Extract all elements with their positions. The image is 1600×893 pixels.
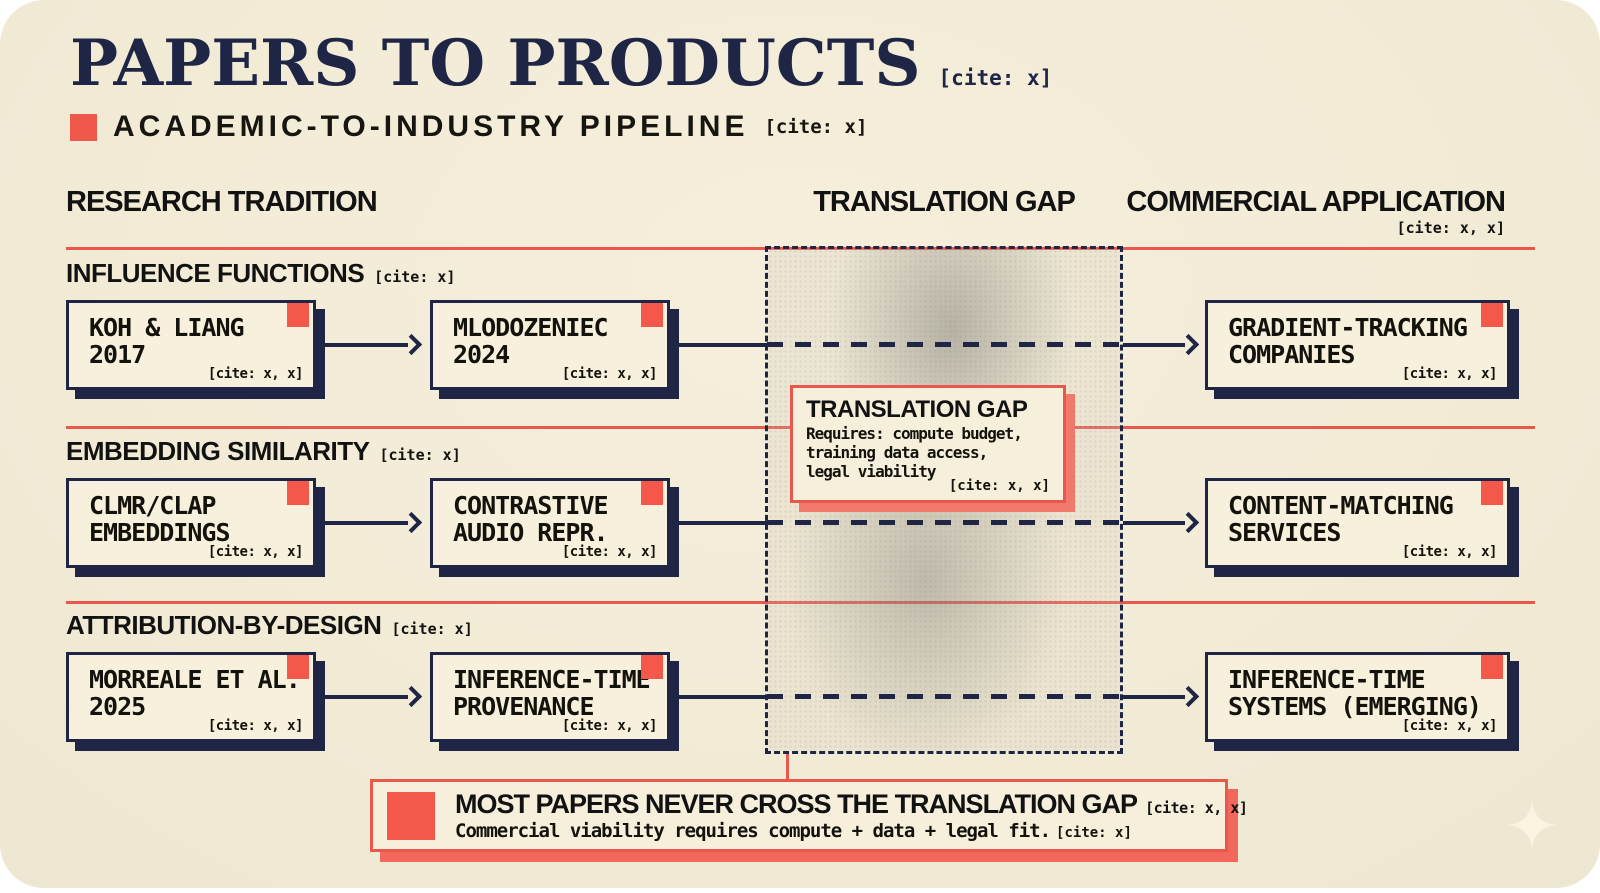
section-heading-attribution-by-design: ATTRIBUTION-BY-DESIGN [cite: x] — [66, 610, 473, 641]
banner-subtitle-citation: [cite: x] — [1056, 825, 1132, 841]
column-header-research-tradition: RESEARCH TRADITION — [66, 186, 378, 218]
arrow-line — [316, 695, 408, 699]
node-citation: [cite: x, x] — [561, 366, 658, 382]
arrow-line — [316, 521, 408, 525]
page-subtitle: ACADEMIC-TO-INDUSTRY PIPELINE — [113, 110, 749, 143]
node-citation: [cite: x, x] — [207, 544, 304, 560]
corner-square-icon — [1481, 481, 1503, 505]
arrow-line — [316, 343, 408, 347]
banner-subtitle: Commercial viability requires compute + … — [455, 820, 1051, 842]
arrow-line — [1123, 521, 1185, 525]
column-header-commercial-application: COMMERCIAL APPLICATION — [1126, 186, 1506, 218]
node-citation: [cite: x, x] — [207, 718, 304, 734]
bottom-banner: MOST PAPERS NEVER CROSS THE TRANSLATION … — [370, 779, 1248, 852]
column-header-translation-gap: TRANSLATION GAP — [813, 186, 1076, 218]
corner-square-icon — [287, 655, 309, 679]
banner-connector-line — [786, 754, 789, 780]
subtitle-citation: [cite: x] — [764, 116, 868, 138]
section-citation: [cite: x] — [391, 620, 473, 638]
red-square-icon — [387, 791, 435, 840]
section-heading-embedding-similarity: EMBEDDING SIMILARITY [cite: x] — [66, 436, 461, 467]
section-citation: [cite: x] — [374, 268, 456, 286]
section-label: ATTRIBUTION-BY-DESIGN — [66, 610, 382, 640]
sparkle-icon — [1507, 800, 1557, 850]
arrow-line — [668, 521, 767, 525]
node-citation: [cite: x, x] — [1401, 366, 1498, 382]
node-citation: [cite: x, x] — [561, 718, 658, 734]
node-citation: [cite: x, x] — [1401, 718, 1498, 734]
callout-line: Requires: compute budget, — [806, 424, 1023, 443]
node-morreale-et-al-2025: MORREALE ET AL.2025 [cite: x, x] — [66, 652, 316, 742]
title-citation: [cite: x] — [938, 66, 1053, 90]
node-citation: [cite: x, x] — [1401, 544, 1498, 560]
column-header-citation: [cite: x, x] — [1396, 219, 1505, 237]
callout-line: legal viability — [806, 462, 937, 482]
callout-title: TRANSLATION GAP — [806, 396, 1028, 423]
subtitle-row: ACADEMIC-TO-INDUSTRY PIPELINE [cite: x] — [70, 110, 867, 144]
banner-title: MOST PAPERS NEVER CROSS THE TRANSLATION … — [455, 789, 1138, 819]
header: PAPERS TO PRODUCTS[cite: x] — [70, 30, 1052, 97]
banner-text: MOST PAPERS NEVER CROSS THE TRANSLATION … — [455, 789, 1248, 842]
arrow-line — [668, 695, 767, 699]
callout-citation: [cite: x, x] — [948, 477, 1050, 494]
section-label: INFLUENCE FUNCTIONS — [66, 258, 365, 288]
corner-square-icon — [641, 481, 663, 505]
section-label: EMBEDDING SIMILARITY — [66, 436, 370, 466]
page-title: PAPERS TO PRODUCTS — [70, 26, 921, 101]
arrow-line — [668, 343, 767, 347]
section-heading-influence-functions: INFLUENCE FUNCTIONS [cite: x] — [66, 258, 455, 289]
corner-square-icon — [1481, 303, 1503, 327]
dashed-arrow-line — [767, 342, 1123, 347]
corner-square-icon — [287, 481, 309, 505]
corner-square-icon — [641, 303, 663, 327]
callout-line: training data access, — [806, 443, 988, 463]
arrow-line — [1123, 695, 1185, 699]
corner-square-icon — [287, 303, 309, 327]
dashed-arrow-line — [767, 694, 1123, 699]
red-square-icon — [70, 113, 97, 141]
translation-gap-callout: TRANSLATION GAP Requires: compute budget… — [790, 385, 1066, 503]
node-citation: [cite: x, x] — [207, 366, 304, 382]
divider-bottom — [66, 601, 1535, 604]
node-citation: [cite: x, x] — [561, 544, 658, 560]
corner-square-icon — [641, 655, 663, 679]
section-citation: [cite: x] — [379, 446, 461, 464]
arrow-line — [1123, 343, 1185, 347]
banner-title-citation: [cite: x, x] — [1145, 799, 1248, 817]
corner-square-icon — [1481, 655, 1503, 679]
dashed-arrow-line — [767, 520, 1123, 525]
node-title: MORREALE ET AL.2025 — [89, 665, 301, 721]
